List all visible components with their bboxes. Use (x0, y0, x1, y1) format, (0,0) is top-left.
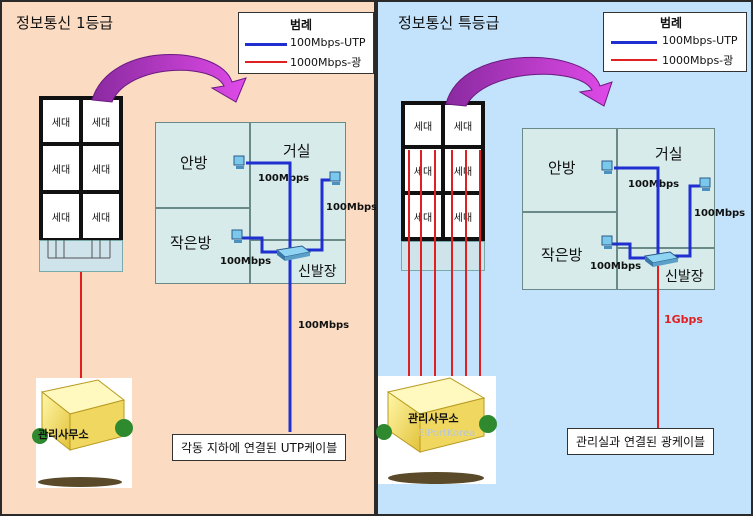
left-label-sinbaljang: 신발장 (298, 264, 337, 280)
right-unit-3: 세대 (403, 147, 443, 193)
right-label-sinbaljang: 신발장 (665, 269, 704, 285)
right-title: 정보통신 특등급 (398, 14, 500, 32)
right-speed-gbps: 1Gbps (664, 313, 703, 326)
left-unit-4: 세대 (81, 144, 121, 192)
right-unit-2: 세대 (443, 103, 483, 147)
left-legend-fiber-swatch (245, 61, 287, 63)
left-building-basement (39, 240, 123, 272)
right-building-basement (401, 241, 485, 271)
right-label-anbang: 안방 (548, 159, 576, 177)
right-unit-5: 세대 (403, 193, 443, 239)
left-label-geosil: 거실 (283, 142, 311, 160)
left-legend-fiber-label: 1000Mbps-광 (290, 56, 362, 69)
right-room-sinbaljang (617, 248, 715, 290)
left-room-sinbaljang (250, 240, 346, 284)
right-office-label-top: 관리사무소 (408, 412, 459, 425)
right-unit-6: 세대 (443, 193, 483, 239)
left-unit-1: 세대 (41, 98, 81, 144)
right-watermark-top: ElPortKorea (418, 428, 476, 439)
left-office-label-top: 관리사무소 (38, 428, 89, 441)
right-legend-title: 범례 (660, 16, 683, 30)
left-unit-2: 세대 (81, 98, 121, 144)
right-speed-anbang: 100Mbps (628, 179, 680, 190)
right-unit-4: 세대 (443, 147, 483, 193)
left-speed-jageunbang: 100Mbps (220, 256, 272, 267)
right-speed-jageunbang: 100Mbps (590, 261, 642, 272)
right-caption: 관리실과 연결된 광케이블 (567, 428, 715, 455)
left-speed-anbang: 100Mbps (258, 173, 310, 184)
left-unit-3: 세대 (41, 144, 81, 192)
left-label-jageunbang: 작은방 (170, 234, 212, 252)
right-label-geosil: 거실 (655, 145, 683, 163)
right-legend-utp-label: 100Mbps-UTP (662, 34, 738, 47)
left-legend-title: 범례 (290, 18, 313, 32)
right-speed-geosil: 100Mbps (694, 208, 746, 219)
right-legend-fiber-swatch (611, 59, 657, 61)
left-caption: 각동 지하에 연결된 UTP케이블 (172, 434, 347, 461)
left-unit-5: 세대 (41, 192, 81, 240)
right-label-jageunbang: 작은방 (541, 246, 583, 264)
left-unit-6: 세대 (81, 192, 121, 240)
left-speed-trunk: 100Mbps (298, 320, 350, 331)
right-legend-utp-swatch (611, 41, 657, 44)
left-speed-geosil: 100Mbps (326, 202, 378, 213)
left-legend-utp-label: 100Mbps-UTP (290, 36, 366, 49)
left-label-anbang: 안방 (180, 154, 208, 172)
left-title: 정보통신 1등급 (16, 14, 114, 32)
right-unit-1: 세대 (403, 103, 443, 147)
left-legend-utp-swatch (245, 43, 287, 46)
right-legend-fiber-label: 1000Mbps-광 (662, 54, 734, 67)
